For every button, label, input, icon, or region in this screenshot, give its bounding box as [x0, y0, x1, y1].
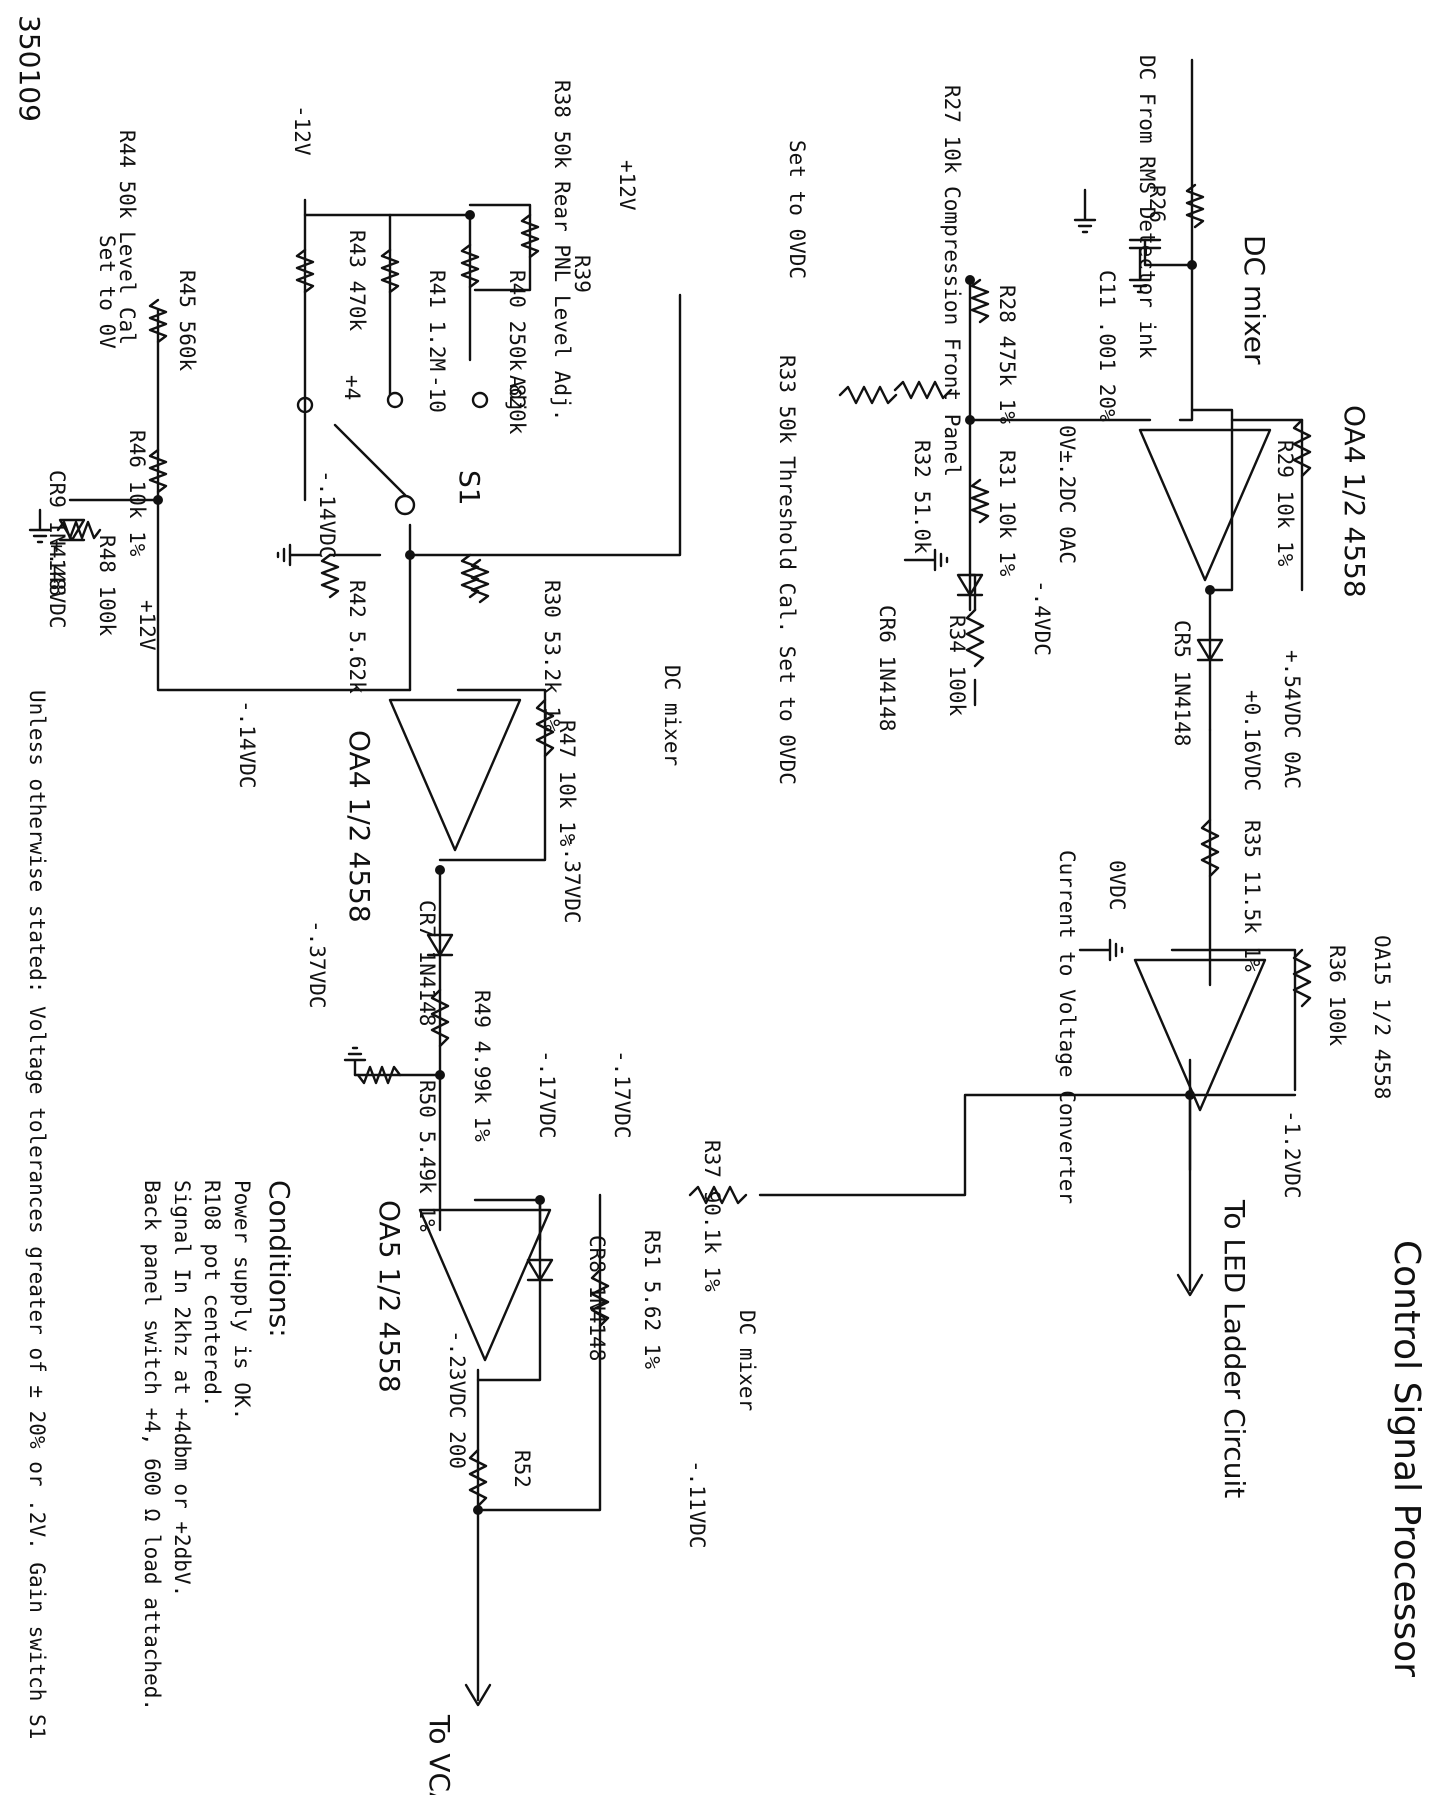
misc-symbols — [28, 188, 1224, 1707]
doc-id: 350109 — [13, 15, 46, 122]
v-minus017-a-label: -.17VDC — [535, 1050, 559, 1139]
dc-mixer-label-top: DC mixer — [1238, 235, 1271, 365]
r39-label: R39 — [570, 255, 594, 293]
v-minus12-out-label: -1.2VDC — [1280, 1110, 1304, 1199]
v-minus04-label: -.4VDC — [1030, 580, 1054, 656]
oa5-label: OA5 1/2 4558 — [373, 1200, 406, 1393]
r35-label: R35 11.5k 1% — [1240, 820, 1264, 972]
set-to-0v-label: Set to 0V — [95, 235, 119, 349]
conditions-title: Conditions: — [263, 1180, 296, 1338]
v-0vdc-oa15-label: 0VDC — [1105, 860, 1129, 911]
r36-label: R36 100k — [1325, 945, 1349, 1047]
r28-label: R28 475k 1% — [995, 285, 1019, 424]
r26-label: R26 — [1145, 185, 1169, 223]
v-minus037-a-label: -.37VDC — [560, 835, 584, 924]
cr5-label: CR5 1N4148 — [1170, 620, 1194, 746]
page-title: Control Signal Processor — [1386, 1240, 1427, 1677]
r42-label: R42 5.62k — [345, 580, 369, 694]
r47-label: R47 10k 1% — [555, 720, 579, 847]
conditions-line-3: Signal In 2khz at +4dbm or +2dbV. — [170, 1180, 194, 1597]
r37-label: R37 90.1k 1% — [700, 1140, 724, 1292]
r43-label: R43 470k — [345, 230, 369, 332]
r45-label: R45 560k — [175, 270, 199, 372]
adj-label: Adj — [505, 375, 529, 413]
r52-label: R52 — [510, 1450, 534, 1488]
r32-label: R32 51.0k — [910, 440, 934, 554]
cr8-label: CR8 1N4148 — [585, 1235, 609, 1361]
v-plus054-label: +.54VDC 0AC — [1280, 650, 1304, 789]
oa4b-label: OA4 1/2 4558 — [343, 730, 376, 923]
r50-label: R50 5.49k 1% — [415, 1080, 439, 1232]
r51-label: R51 5.62 1% — [640, 1230, 664, 1369]
cr9-label: CR9 1N4148 — [45, 470, 69, 596]
r41-label: R41 1.2M — [425, 270, 449, 371]
r30-label: R30 53.2k 1% — [540, 580, 564, 732]
oa4a-label: OA4 1/2 4558 — [1338, 405, 1371, 598]
cr7-label: CR7 1N4148 — [415, 900, 439, 1026]
r46-label: R46 10k 1% — [125, 430, 149, 557]
to-vca-label: To VCA — [423, 1714, 456, 1795]
current-to-voltage-label: Current to Voltage Converter — [1055, 850, 1079, 1204]
dc-source-label: DC From RMS Detector ink — [1135, 55, 1159, 359]
wiring — [68, 58, 1304, 1702]
rail-p12-top: +12V — [615, 160, 639, 211]
conditions-line-4: Back panel switch +4, 600 Ω load attache… — [140, 1180, 164, 1711]
to-led-label: To LED Ladder Circuit — [1218, 1199, 1251, 1498]
r48-label: R48 100k — [95, 535, 119, 637]
oa15-label: OA15 1/2 4558 — [1370, 935, 1394, 1099]
c11-label: C11 .001 20% — [1095, 270, 1119, 422]
cr6-label: CR6 1N4148 — [875, 605, 899, 731]
v-minus014-s1-label: -.14VDC — [315, 470, 339, 559]
r27-label: R27 10k Compression Front Panel — [940, 85, 964, 477]
s1-label: S1 — [453, 470, 486, 506]
v-plus016-label: +0.16VDC — [1240, 690, 1264, 791]
dc-mixer-mid-label: DC mixer — [660, 665, 684, 766]
labels: 350109 Control Signal Processor DC From … — [13, 15, 1427, 1795]
v-minus011-label: -.11VDC — [685, 1460, 709, 1549]
r29-label: R29 10k 1% — [1273, 440, 1297, 567]
conditions-line-1: Power supply is OK. — [230, 1180, 254, 1420]
v-minus037-b-label: -.37VDC — [305, 920, 329, 1009]
r44-label: R44 50k Level Cal — [115, 130, 139, 345]
r38-label: R38 50k Rear PNL Level Adj. — [550, 80, 574, 421]
r31-label: R31 10k 1% — [995, 450, 1019, 577]
v-0v-r31-label: 0V±.2DC 0AC — [1055, 425, 1079, 564]
r33-label: R33 50k Threshold Cal. Set to 0VDC — [775, 355, 799, 785]
conditions-line-2: R108 pot centered. — [200, 1180, 224, 1408]
v-minus017-b-label: -.17VDC — [610, 1050, 634, 1139]
v-minus014-oa4b-label: -.14VDC — [235, 700, 259, 789]
rail-p12-bottom: +12V — [135, 600, 159, 651]
dc-mixer-right-label: DC mixer — [735, 1310, 759, 1411]
opamp-symbols — [388, 428, 1272, 1362]
v-minus023-label: -.23VDC 200 — [445, 1330, 469, 1469]
resistor-symbols — [56, 183, 1312, 1508]
p4-label: +4 — [340, 375, 364, 400]
m10-label: -10 — [425, 375, 449, 413]
notes-unless: Unless otherwise stated: Voltage toleran… — [25, 690, 49, 1739]
set-to-0vdc-label: Set to 0VDC — [785, 140, 809, 279]
r34-label: R34 100k — [945, 615, 969, 717]
rail-m12-left: -12V — [290, 105, 314, 156]
r40-label: R40 250k 820k — [505, 270, 529, 435]
v-plus448-label: +.48VDC — [45, 540, 69, 629]
r49-label: R49 4.99k 1% — [470, 990, 494, 1142]
